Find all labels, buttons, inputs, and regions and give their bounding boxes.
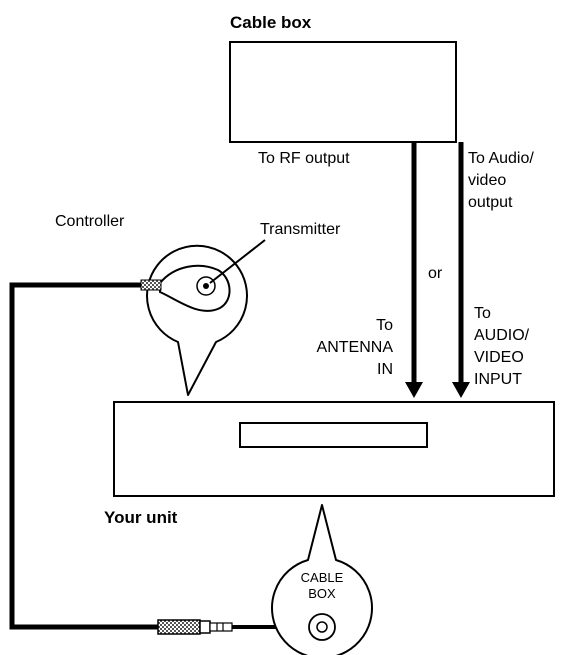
transmitter-label: Transmitter [260,221,341,238]
cable-box-jack-label-line1: CABLE [301,570,344,585]
plug-grip [157,619,201,635]
rf-arrowhead [405,382,423,398]
your-unit-box [113,401,555,497]
or-label: or [428,265,443,282]
av-output-label-line3: output [468,194,513,211]
av-input-label-line2: AUDIO/ [474,327,530,344]
controller-cable [9,282,160,630]
cable-box-jack-callout-bubble [271,504,373,655]
av-output-label-line1: To Audio/ [468,150,534,167]
transmitter-leader-line [209,239,266,284]
transmitter-lens-inner [203,283,209,289]
antenna-label-line1: To [376,317,393,334]
cable-box [229,41,457,143]
plug-body [199,620,211,634]
av-arrowhead [452,382,470,398]
rf-output-label: To RF output [258,150,350,167]
controller-label: Controller [55,213,125,230]
antenna-label-line2: ANTENNA [317,339,394,356]
controller-cable-strain-relief [140,279,162,291]
cable-box-title: Cable box [230,13,312,32]
av-input-label-line3: VIDEO [474,349,524,366]
cable-box-jack-inner [316,621,328,633]
plug-tip [209,622,233,632]
your-unit-title: Your unit [104,508,178,527]
antenna-label-line3: IN [377,361,393,378]
unit-display-slot [239,422,428,448]
av-output-label-line2: video [468,172,506,189]
av-input-label-line1: To [474,305,491,322]
cable-box-jack-label-line2: BOX [308,586,336,601]
controller-body [159,264,231,312]
av-input-label-line4: INPUT [474,371,522,388]
